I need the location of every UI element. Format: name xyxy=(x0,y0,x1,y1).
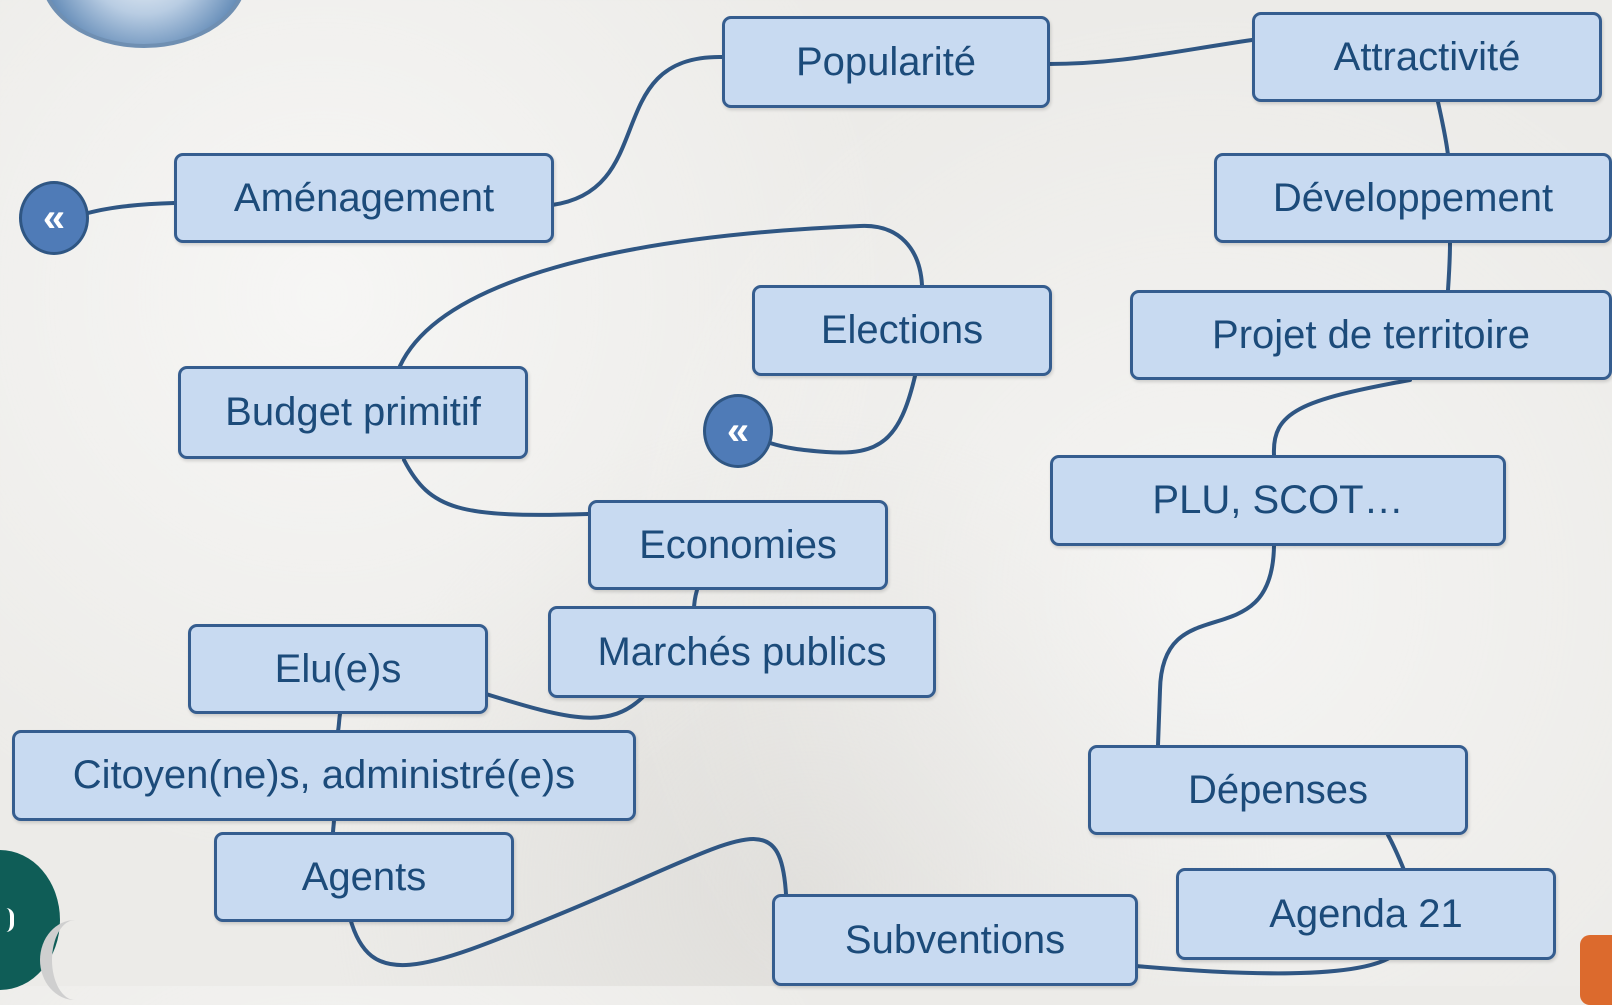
connector-budget-economies xyxy=(402,458,590,517)
connector-agenda21-subventions xyxy=(1134,953,1396,976)
node-elus[interactable]: Elu(e)s xyxy=(188,624,488,714)
collapse-left-button[interactable]: « xyxy=(19,181,89,255)
node-attractivite[interactable]: Attractivité xyxy=(1252,12,1602,102)
node-subventions[interactable]: Subventions xyxy=(772,894,1138,986)
collapse-middle-button[interactable]: « xyxy=(703,394,773,468)
node-agenda21[interactable]: Agenda 21 xyxy=(1176,868,1556,960)
connector-popularite-attractivite xyxy=(1046,38,1254,66)
connector-developpement-projet xyxy=(1446,241,1452,292)
connector-citoyens-agents xyxy=(331,817,336,835)
connector-depenses-agenda21 xyxy=(1386,833,1406,872)
connector-collapse-amenagement xyxy=(86,201,176,215)
node-marches-publics[interactable]: Marchés publics xyxy=(548,606,936,698)
connector-plu-depenses xyxy=(1156,544,1276,747)
node-citoyens[interactable]: Citoyen(ne)s, administré(e)s xyxy=(12,730,636,821)
node-popularite[interactable]: Popularité xyxy=(722,16,1050,108)
node-plu-scot[interactable]: PLU, SCOT… xyxy=(1050,455,1506,546)
node-agents[interactable]: Agents xyxy=(214,832,514,922)
node-amenagement[interactable]: Aménagement xyxy=(174,153,554,243)
connector-elections-collapse xyxy=(768,374,917,455)
node-economies[interactable]: Economies xyxy=(588,500,888,590)
node-depenses[interactable]: Dépenses xyxy=(1088,745,1468,835)
connector-subventions-agents xyxy=(348,837,788,968)
node-developpement[interactable]: Développement xyxy=(1214,153,1612,243)
node-projet-territoire[interactable]: Projet de territoire xyxy=(1130,290,1612,380)
node-elections[interactable]: Elections xyxy=(752,285,1052,376)
node-budget-primitif[interactable]: Budget primitif xyxy=(178,366,528,459)
connector-budget-elections xyxy=(398,223,924,368)
connector-amenagement-popularite xyxy=(550,54,724,207)
connector-attractivite-developpement xyxy=(1436,100,1450,157)
connector-marches-elus xyxy=(484,692,646,720)
connector-projet-plu xyxy=(1271,378,1412,457)
connector-elus-citoyens xyxy=(336,712,342,733)
